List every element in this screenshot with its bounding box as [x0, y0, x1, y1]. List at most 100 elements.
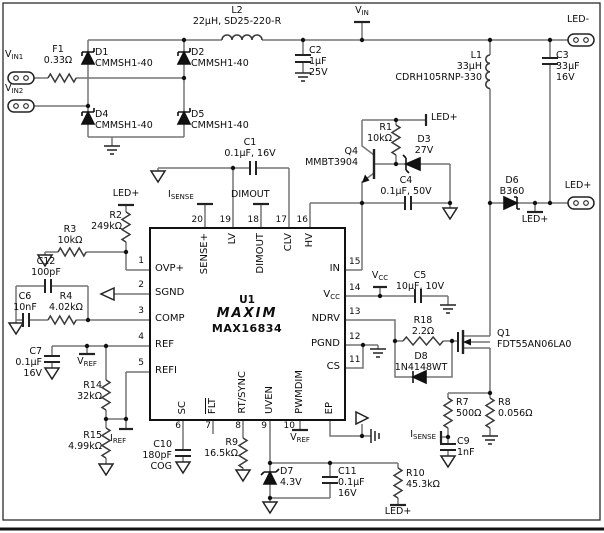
- pin-label-rt-sync: RT/SYNC: [237, 371, 248, 414]
- pin-label-uven: UVEN: [264, 386, 275, 414]
- net-tap-bars: [79, 20, 543, 507]
- diode-d8-icon: [411, 369, 427, 385]
- capacitor-c1-symbol: [249, 161, 257, 175]
- pin-number-8: 8: [235, 421, 241, 431]
- pin-number-14: 14: [349, 283, 361, 293]
- capacitor-c11-symbol: [322, 476, 338, 484]
- pin-label-sgnd: SGND: [155, 287, 185, 298]
- pin-number-1: 1: [138, 256, 144, 266]
- label-iref: IREF: [110, 433, 127, 445]
- resistor-symbols: [47, 72, 496, 499]
- pin-number-7: 7: [205, 421, 211, 431]
- pin-number-3: 3: [138, 306, 144, 316]
- resistor-r8-symbol: [484, 397, 496, 429]
- label-vin1: VIN1: [5, 49, 24, 61]
- ic-part-number: MAX16834: [211, 322, 283, 335]
- pin-number-16: 16: [296, 215, 308, 225]
- pin-number-6: 6: [175, 421, 181, 431]
- pin-number-19: 19: [219, 215, 231, 225]
- pin-number-5: 5: [138, 358, 144, 368]
- pin-label-in: IN: [329, 263, 340, 274]
- resistor-r4-symbol: [47, 314, 77, 326]
- diode-d5-icon: [176, 108, 192, 125]
- label-isense-bottom: ISENSE: [410, 429, 436, 441]
- resistor-r10-symbol: [392, 467, 404, 499]
- diode-d4-icon: [80, 108, 96, 125]
- resistor-r18-symbol: [402, 335, 444, 347]
- capacitor-c6-symbol: [22, 313, 30, 327]
- pin-number-15: 15: [349, 257, 361, 267]
- ground-symbols: [7, 72, 498, 515]
- label-led-minus: LED-: [566, 14, 590, 25]
- pin-label-ovp: OVP+: [155, 263, 184, 274]
- pin-label-hv: HV: [304, 233, 315, 248]
- pin-number-12: 12: [349, 332, 361, 342]
- diode-symbols: [80, 48, 520, 485]
- label-led-plus-connector: LED+: [564, 180, 592, 191]
- mosfet-q1-symbol: [457, 330, 471, 354]
- pin-number-20: 20: [191, 215, 203, 225]
- connectors: [7, 33, 595, 210]
- transistor-q4-symbol: [362, 149, 376, 183]
- capacitor-c3-symbol: [542, 57, 558, 65]
- label-dimout-tap: DIMOUT: [231, 189, 270, 200]
- label-vin: VIN: [355, 5, 369, 17]
- pin-number-10: 10: [283, 421, 295, 431]
- capacitor-c4-symbol: [404, 196, 412, 210]
- inductor-l1-symbol: [485, 54, 491, 90]
- label-isense-top: ISENSE: [168, 189, 194, 201]
- pin-label-sc: SC: [177, 400, 188, 414]
- resistor-r9-symbol: [237, 437, 249, 469]
- pin-label-dimout: DIMOUT: [255, 233, 266, 274]
- pin-label-flt: FLT: [207, 397, 218, 414]
- pin-label-lv: LV: [227, 233, 238, 245]
- pin-number-9: 9: [261, 421, 267, 431]
- label-vref-left: VREF: [77, 356, 97, 368]
- pin-label-ep: EP: [324, 401, 335, 414]
- junction-dots: [84, 37, 553, 501]
- diode-d2-icon: [176, 48, 192, 65]
- resistor-r14-symbol: [100, 379, 112, 411]
- pin-number-4: 4: [138, 332, 144, 342]
- pin-label-refi: REFI: [155, 365, 177, 376]
- capacitor-c2-symbol: [295, 54, 311, 63]
- led-minus-connector: [567, 33, 595, 47]
- capacitor-c12-symbol: [44, 279, 52, 293]
- label-vin2: VIN2: [5, 83, 24, 95]
- resistor-r3-symbol: [57, 246, 87, 258]
- pin-number-2: 2: [138, 280, 144, 290]
- label-led-plus-tap: LED+: [521, 214, 549, 225]
- pin-label-pwmdim: PWMDIM: [294, 370, 305, 414]
- pin-label-pgnd: PGND: [311, 338, 340, 349]
- zener-d7-icon: [260, 468, 280, 485]
- zener-d3-icon: [402, 154, 421, 174]
